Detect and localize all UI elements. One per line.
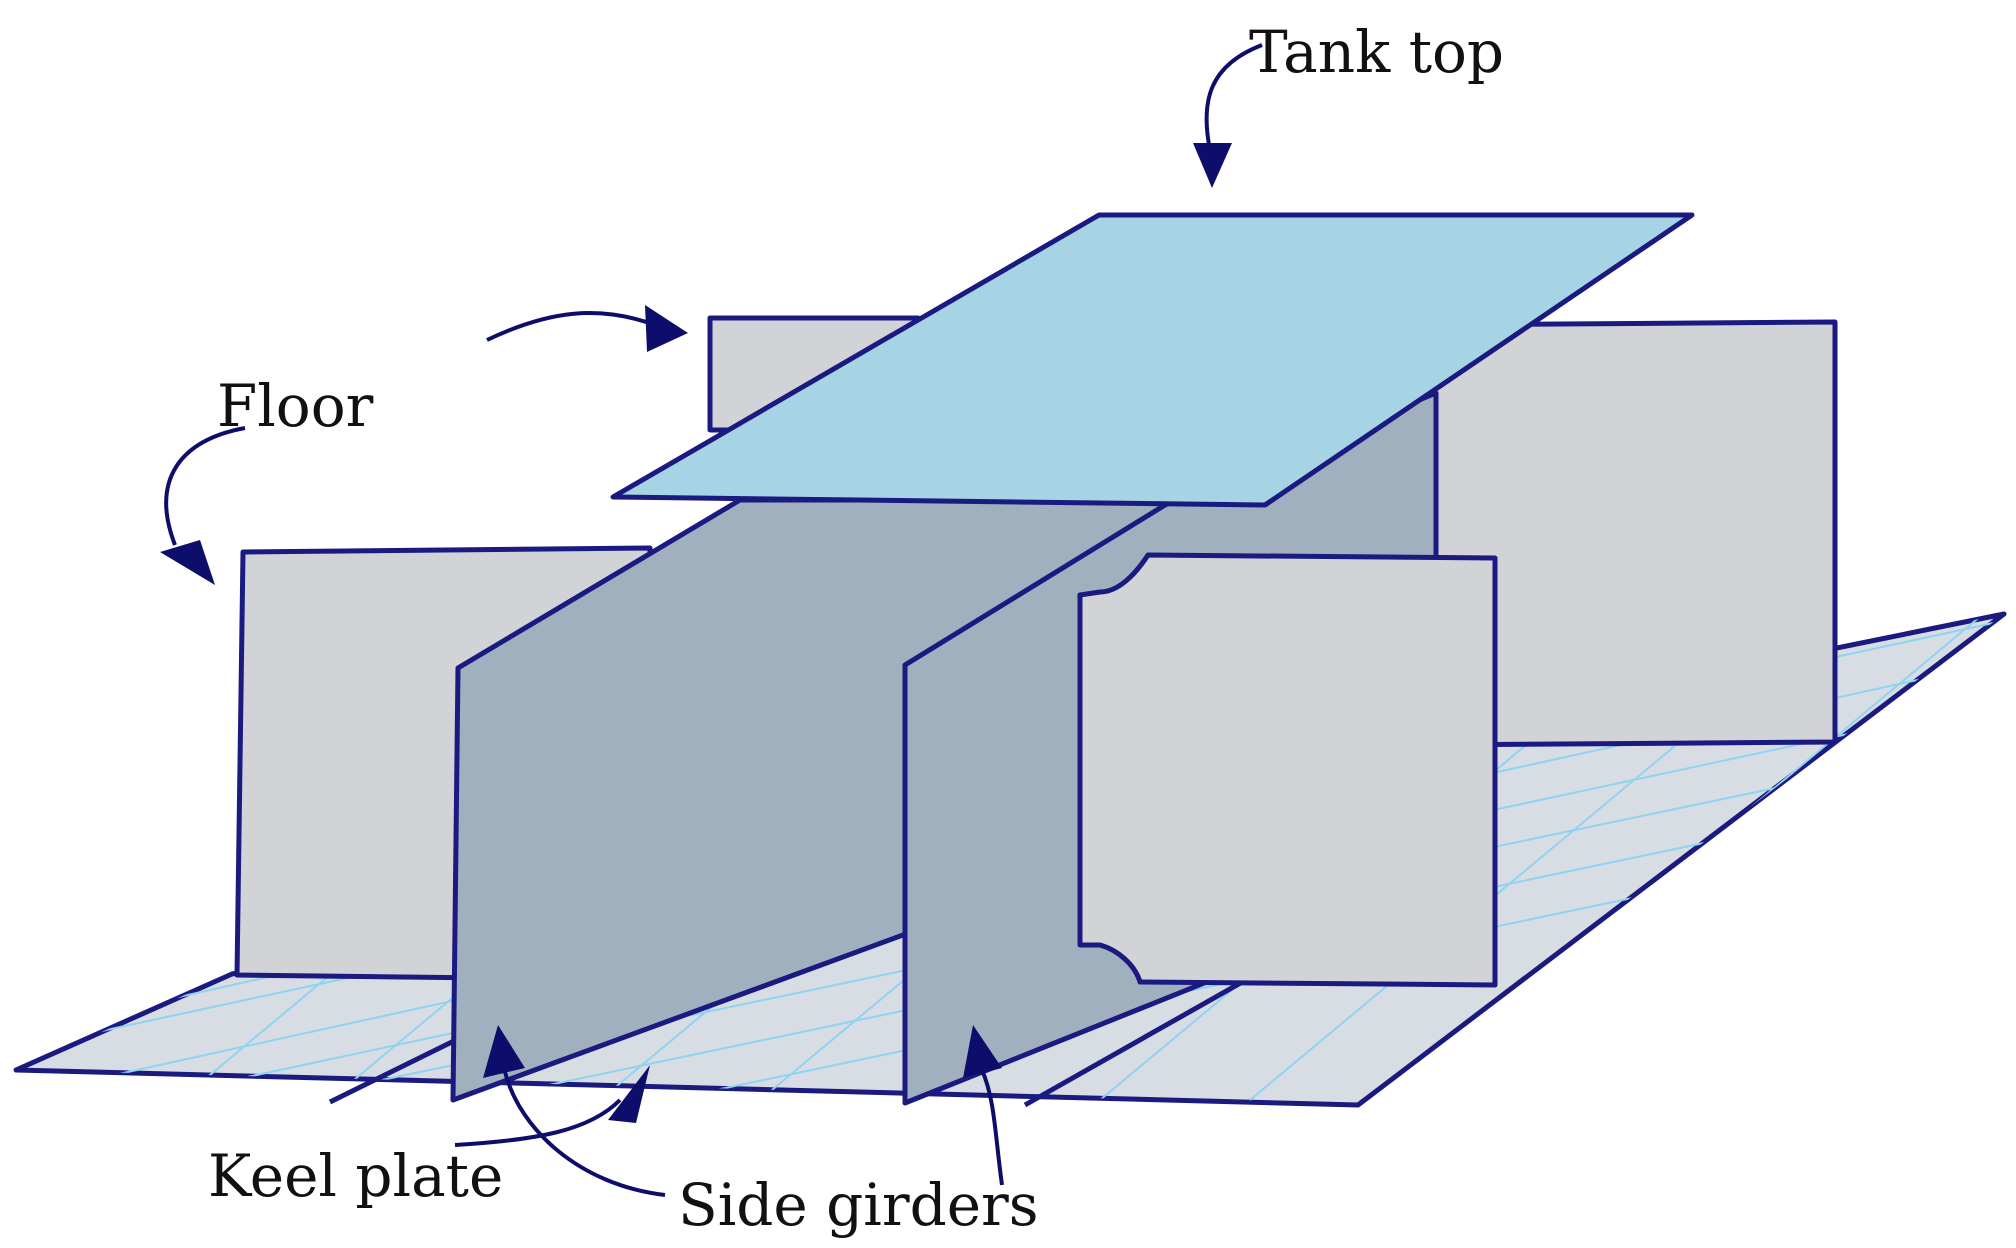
back-floor-arrow [486,311,656,342]
floor-front-right [1077,552,1498,988]
floor-arrowhead [160,540,215,585]
keel-plate-arrowhead [608,1065,650,1123]
side-girders-label: Side girders [678,1171,1039,1239]
side-girders-arrow-left [503,1071,666,1197]
side-girders-arrowhead-left [483,1025,525,1078]
keel-plate-label: Keel plate [208,1142,503,1210]
tank-top-arrowhead [1193,143,1232,188]
side-girders-arrow-right [980,1069,1004,1186]
arrows [160,43,1263,1197]
back-floor-arrowhead [645,305,688,352]
labels: Tank top Floor Keel plate Side girders [208,18,1504,1239]
tank-top-label: Tank top [1249,18,1504,86]
keel-plate-arrow [454,1098,622,1147]
tank-top-arrow [1204,43,1263,151]
floor-label: Floor [217,372,374,440]
floor-arrow [164,426,246,546]
tank-top-plate [610,212,1695,508]
side-girders-arrowhead-right [963,1025,1002,1078]
